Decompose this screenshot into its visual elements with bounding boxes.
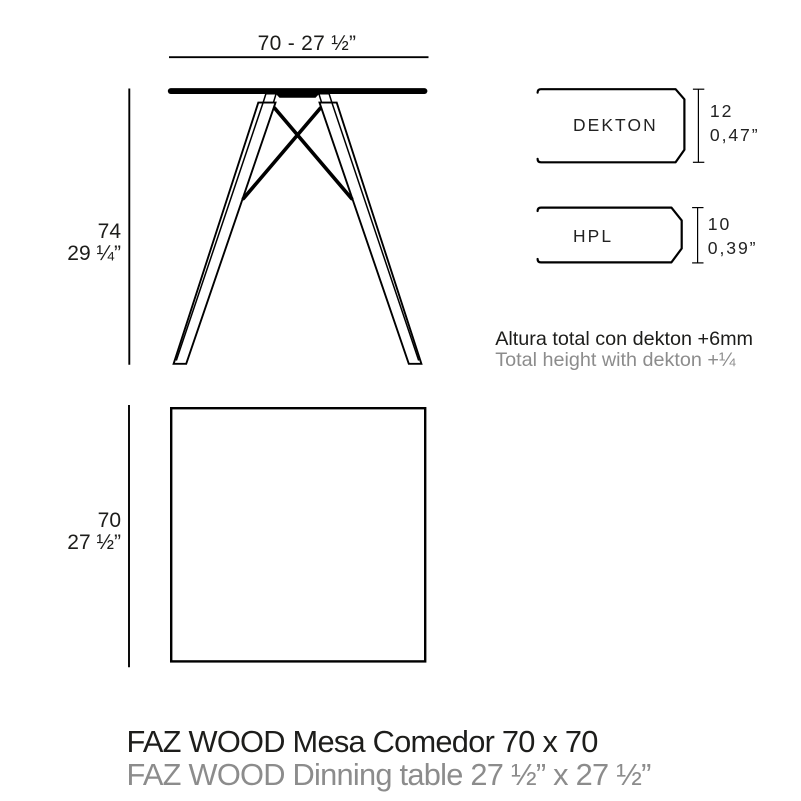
profile-drawings (536, 88, 705, 264)
dekton-thickness-indicator (692, 88, 705, 163)
top-side-in: 27 ½” (67, 530, 121, 554)
height-note-en: Total height with dekton +¼ (495, 348, 736, 371)
dekton-label: DEKTON (573, 115, 658, 136)
dekton-profile-outline (536, 88, 686, 164)
back-right-leg-edge (331, 102, 420, 361)
back-left-leg-edge (175, 102, 264, 361)
dekton-thickness-label: 12 0,47” (710, 100, 760, 147)
front-right-leg (318, 101, 423, 365)
top-view-drawing (128, 405, 427, 668)
top-view-side-label: 70 27 ½” (67, 510, 121, 554)
dekton-thickness-mm: 12 (709, 101, 734, 122)
top-side-cm: 70 (97, 509, 121, 533)
dekton-thickness-in: 0,47” (709, 124, 760, 145)
tabletop-outline (169, 407, 427, 663)
front-left-leg (172, 101, 277, 365)
cross-brace-right-to-left (241, 106, 323, 201)
front-height-label: 74 29 ¼” (67, 221, 121, 265)
hpl-thickness-label: 10 0,39” (708, 213, 758, 260)
hpl-thickness-in: 0,39” (707, 237, 758, 258)
height-note: Altura total con dekton +6mm Total heigh… (495, 327, 754, 371)
front-view-drawing (128, 56, 429, 365)
height-note-es: Altura total con dekton +6mm (495, 327, 754, 350)
back-left-leg-top (262, 93, 278, 104)
leg-hub (275, 93, 320, 98)
product-caption: FAZ WOOD Mesa Comedor 70 x 70 FAZ WOOD D… (126, 723, 652, 792)
product-caption-es: FAZ WOOD Mesa Comedor 70 x 70 (126, 723, 599, 759)
tabletop-edge (167, 88, 428, 94)
front-height-in: 29 ¼” (67, 241, 121, 265)
hpl-profile-outline (536, 206, 683, 264)
back-right-leg-top (317, 93, 333, 104)
hpl-thickness-indicator (692, 207, 704, 264)
product-caption-en: FAZ WOOD Dinning table 27 ½” x 27 ½” (126, 756, 652, 792)
front-width-label: 70 - 27 ½” (257, 32, 357, 56)
cross-brace-left-to-right (272, 106, 354, 201)
hpl-thickness-mm: 10 (707, 214, 732, 235)
hpl-label: HPL (573, 226, 614, 246)
front-height-cm: 74 (97, 220, 121, 244)
